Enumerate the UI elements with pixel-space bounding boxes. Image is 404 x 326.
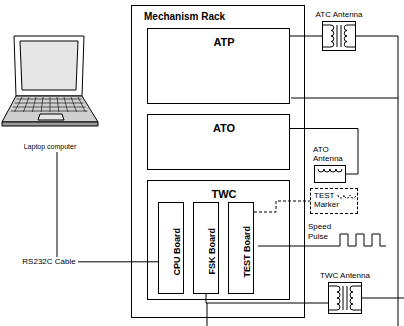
signal-wire [207, 36, 404, 326]
laptop-illustration [38, 114, 64, 120]
laptop-illustration [57, 97, 59, 112]
node-label: FSK Board [207, 228, 217, 275]
antenna-box: ATO Antenna [314, 165, 346, 183]
antenna-coil [347, 25, 356, 26]
antenna-coil [337, 286, 340, 310]
laptop-illustration [32, 97, 36, 112]
antenna-box: TWC Antenna [328, 282, 362, 314]
unit-box: ATP [147, 28, 290, 104]
signal-wire [356, 36, 398, 326]
antenna-coil [331, 25, 334, 47]
laptop-illustration [11, 97, 88, 112]
signal-label: Speed Pulse [308, 222, 338, 242]
test-marker-box: TEST Marker [310, 188, 358, 214]
antenna-coil [347, 286, 348, 310]
rack-enclosure: ATP ATO CPU Board FSK Board TEST Board TWC Mec… [131, 5, 305, 318]
antenna-box: ATC Antenna [322, 21, 356, 51]
laptop-illustration [23, 97, 29, 112]
circuit-board: FSK Board [193, 202, 219, 294]
antenna-coil [337, 25, 338, 47]
node-label: ATO Antenna [313, 145, 351, 163]
antenna-coil [322, 25, 331, 26]
laptop-illustration [14, 36, 84, 96]
antenna-coil [341, 25, 342, 47]
antenna-coil [338, 195, 356, 198]
node-label: ATP [213, 36, 234, 48]
laptop-illustration [2, 122, 98, 126]
antenna-coil [344, 25, 347, 47]
antenna-coil [328, 310, 337, 311]
node-label: Mechanism Rack [144, 11, 225, 22]
antenna-coil [350, 286, 353, 310]
antenna-coil [322, 47, 331, 48]
laptop-illustration [71, 97, 77, 112]
circuit-board: TEST Board [228, 202, 254, 294]
laptop-illustration [50, 97, 51, 112]
node-label: ATO [213, 122, 235, 134]
antenna-coil [328, 286, 337, 287]
node-label: TWC Antenna [320, 271, 370, 280]
antenna-coil [343, 286, 344, 310]
signal-cable [290, 129, 359, 175]
laptop-illustration [2, 96, 98, 122]
signal-wire [207, 303, 208, 326]
signal-cable [57, 152, 158, 262]
node-label: TWC [211, 188, 236, 200]
signal-cable [254, 201, 310, 212]
antenna-coil [353, 286, 362, 287]
laptop-illustration [64, 97, 68, 112]
laptop-illustration [20, 41, 78, 90]
antenna-coil [318, 25, 362, 310]
laptop-computer: Laptop computer [0, 30, 100, 152]
antenna-coil [353, 310, 362, 311]
node-label: TEST Board [242, 226, 252, 278]
laptop-illustration [15, 97, 23, 112]
signal-cable [206, 294, 328, 303]
signal-wire [362, 298, 404, 299]
node-label: ATC Antenna [316, 10, 363, 19]
signal-cable [290, 36, 323, 37]
laptop-illustration [78, 97, 86, 112]
unit-box: CPU Board FSK Board TEST Board TWC [147, 180, 290, 300]
signal-wire [291, 98, 398, 99]
node-label: Laptop computer [0, 143, 100, 150]
antenna-coil [318, 169, 342, 172]
circuit-board: CPU Board [158, 202, 184, 294]
cable-label: RS232C Cable [20, 257, 77, 266]
laptop-illustration [41, 97, 43, 112]
node-label: TEST Marker [314, 191, 344, 209]
antenna-coil [347, 47, 356, 48]
unit-box: ATO [147, 114, 290, 170]
laptop-illustration [2, 36, 98, 126]
node-label: CPU Board [172, 228, 182, 276]
